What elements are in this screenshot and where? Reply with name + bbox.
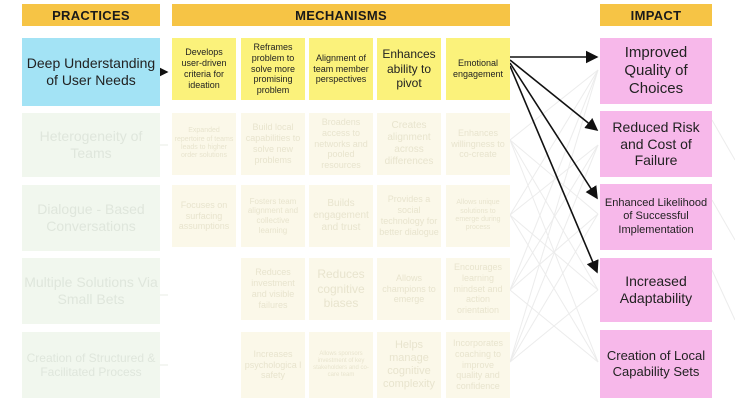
mechanism-emotional-engagement: Emotional engagement (446, 38, 510, 100)
impact-successful-implementation: Enhanced Likelihood of Successful Implem… (600, 184, 712, 250)
mechanism-alignment-perspectives: Alignment of team member perspectives (309, 38, 373, 100)
mechanism-champions-emerge: Allows champions to emerge (377, 258, 441, 320)
impact-header: IMPACT (600, 4, 712, 26)
impact-adaptability: Increased Adaptability (600, 258, 712, 322)
mechanism-reduces-investment: Reduces investment and visible failures (241, 258, 305, 320)
mechanism-co-create: Enhances willingness to co-create (446, 113, 510, 175)
practice-structured-process: Creation of Structured & Facilitated Pro… (22, 332, 160, 398)
mechanism-broadens-access: Broadens access to networks and pooled r… (309, 113, 373, 175)
mechanism-creates-alignment: Creates alignment across differences (377, 113, 441, 175)
practice-dialogue: Dialogue - Based Conversations (22, 185, 160, 251)
mechanism-social-technology: Provides a social technology for better … (377, 185, 441, 247)
mechanism-engagement-trust: Builds engagement and trust (309, 185, 373, 247)
mechanism-cognitive-complexity: Helps manage cognitive complexity (377, 332, 441, 398)
mechanism-expanded-repertoire: Expanded repertoire of teams leads to hi… (172, 113, 236, 175)
impact-reduced-risk: Reduced Risk and Cost of Failure (600, 111, 712, 177)
mechanism-reframes-problem: Reframes problem to solve more promising… (241, 38, 305, 100)
mechanism-unique-solutions: Allows unique solutions to emerge during… (446, 185, 510, 247)
impact-quality-of-choices: Improved Quality of Choices (600, 38, 712, 104)
mechanism-ability-to-pivot: Enhances ability to pivot (377, 38, 441, 100)
mechanism-cognitive-biases: Reduces cognitive biases (309, 258, 373, 320)
mechanism-team-alignment: Fosters team alignment and collective le… (241, 185, 305, 247)
mechanism-build-local-capabilities: Build local capabilities to solve new pr… (241, 113, 305, 175)
mechanism-psychological-safety: Increases psychologica l safety (241, 332, 305, 398)
active-arrows (136, 50, 599, 274)
mechanisms-header: MECHANISMS (172, 4, 510, 26)
mechanism-user-driven-criteria: Develops user-driven criteria for ideati… (172, 38, 236, 100)
mechanism-coaching: Incorporates coaching to improve quality… (446, 332, 510, 398)
mechanism-sponsor-investment: Allows sponsors investment of key stakeh… (309, 332, 373, 398)
practice-heterogeneity: Heterogeneity of Teams (22, 113, 160, 177)
impact-local-capability: Creation of Local Capability Sets (600, 330, 712, 398)
practice-multiple-solutions: Multiple Solutions Via Small Bets (22, 258, 160, 324)
practice-deep-understanding: Deep Understanding of User Needs (22, 38, 160, 106)
practices-header: PRACTICES (22, 4, 160, 26)
mechanism-learning-mindset: Encourages learning mindset and action o… (446, 258, 510, 320)
mechanism-surfacing-assumptions: Focuses on surfacing assumptions (172, 185, 236, 247)
